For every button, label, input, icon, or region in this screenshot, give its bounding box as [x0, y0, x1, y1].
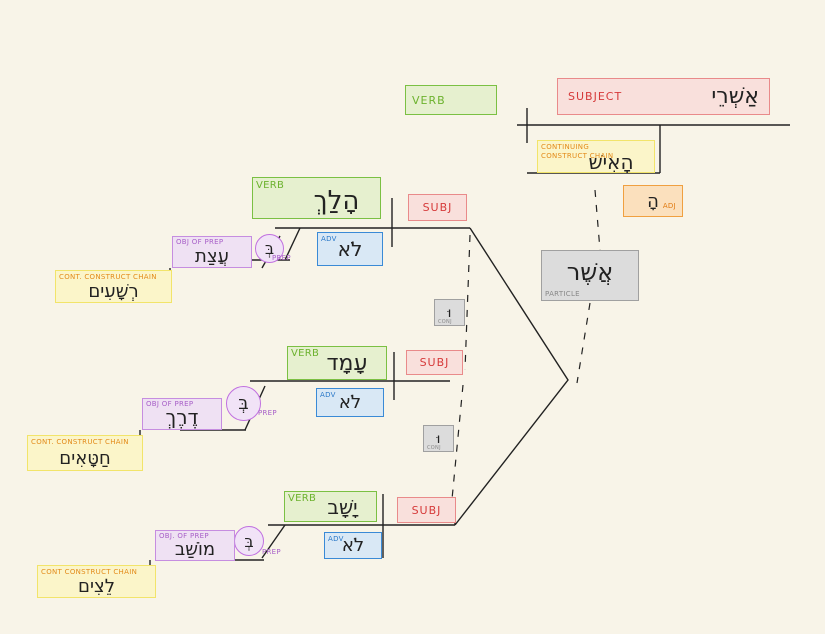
verb-legend-label: VERB	[412, 93, 446, 107]
adv2-box: ADV לֹא	[316, 388, 384, 417]
adv1-box: ADV לֹא	[317, 232, 383, 266]
prep1-circle: בְּ	[255, 234, 284, 263]
prep3-slant	[261, 524, 286, 559]
neg2-word: לֹא	[338, 392, 362, 413]
verb2-label: VERB	[291, 348, 320, 359]
adv3-box: ADV לֹא	[324, 532, 382, 559]
prep2-label: PREP	[258, 409, 277, 417]
chain2-box: CONT. CONSTRUCT CHAIN חַטָּאִים	[27, 435, 143, 471]
subj2-label: SUBJ	[419, 356, 450, 369]
conj1-label: CONJ	[438, 319, 452, 325]
chain2-label: CONT. CONSTRUCT CHAIN	[31, 438, 129, 446]
adj-box: הָ ADJ	[623, 185, 683, 217]
obj3-box: OBJ. OF PREP מוֹשַׁב	[155, 530, 235, 561]
neg3-word: לֹא	[341, 535, 365, 556]
verb3-word: יָשָׁב	[327, 494, 358, 519]
conj2-label: CONJ	[427, 445, 441, 451]
verb3-label: VERB	[288, 493, 317, 504]
subj1-label: SUBJ	[422, 201, 453, 214]
prep3-circle: בְּ	[234, 526, 264, 556]
relative-connector	[454, 227, 569, 526]
verb2-word: עָמָד	[326, 350, 368, 376]
neg1-word: לֹא	[337, 237, 363, 261]
adj-label: ADJ	[662, 202, 676, 210]
obj1-word: עֲצַת	[195, 245, 229, 267]
subj3-box: SUBJ	[397, 497, 456, 523]
prep1-word: בְּ	[264, 239, 275, 258]
obj1-label: OBJ OF PREP	[176, 238, 224, 246]
particle-box: אֲשֶׁר PARTICLE	[541, 250, 639, 301]
conj2-box: וּ CONJ	[423, 425, 454, 452]
adv3-label: ADV	[328, 535, 344, 543]
chain3-word: לֵצִים	[78, 576, 115, 597]
verb1-word: הָלַךְ	[313, 186, 360, 216]
chain1-label: CONT. CONSTRUCT CHAIN	[59, 273, 157, 281]
verb-legend-box: VERB	[405, 85, 497, 115]
clause1-verb-link	[284, 227, 301, 261]
obj1-box: OBJ OF PREP עֲצַת	[172, 236, 252, 268]
dashed-relative-2	[576, 302, 591, 384]
obj2-box: OBJ OF PREP דֶרֶךְ	[142, 398, 222, 430]
subj2-box: SUBJ	[406, 350, 463, 375]
obj3-word: מוֹשַׁב	[174, 539, 216, 560]
obj2-label: OBJ OF PREP	[146, 400, 194, 408]
particle-label: PARTICLE	[545, 290, 580, 298]
obj3-label: OBJ. OF PREP	[159, 532, 209, 540]
article-word: הָ	[647, 190, 659, 212]
dashed-conj-1	[464, 234, 471, 371]
chain3-label: CONT CONSTRUCT CHAIN	[41, 568, 138, 576]
subject-label: SUBJECT	[568, 90, 623, 103]
chain1-box: CONT. CONSTRUCT CHAIN רְשָׁעִים	[55, 270, 172, 303]
verb3-box: VERB יָשָׁב	[284, 491, 377, 522]
subj3-label: SUBJ	[411, 503, 442, 517]
chain3-box: CONT CONSTRUCT CHAIN לֵצִים	[37, 565, 156, 598]
prep2-circle: בְּ	[226, 386, 261, 421]
chain1-word: רְשָׁעִים	[88, 281, 139, 302]
construct-noun-word: הָאִישׁ	[588, 149, 634, 174]
dashed-relative	[594, 189, 601, 251]
prep1-label: PREP	[272, 254, 291, 262]
continuing-chain-label: CONTINUING CONSTRUCT CHAIN	[541, 143, 614, 160]
obj2-word: דֶרֶךְ	[165, 405, 199, 429]
prep2-word: בְּ	[238, 393, 249, 414]
prep3-word: בְּ	[244, 531, 254, 551]
subject-word: אַשְׁרֵי	[711, 84, 759, 109]
conj1-box: וּ CONJ	[434, 299, 465, 326]
prep3-label: PREP	[262, 548, 281, 556]
verb2-box: VERB עָמָד	[287, 346, 387, 380]
conj1-word: וּ	[447, 304, 452, 321]
adv1-label: ADV	[321, 235, 337, 243]
continuing-chain-box: CONTINUING CONSTRUCT CHAIN הָאִישׁ	[537, 140, 655, 174]
verb1-label: VERB	[256, 180, 285, 191]
verb1-box: VERB הָלַךְ	[252, 177, 381, 219]
subject-box: SUBJECT אַשְׁרֵי	[557, 78, 770, 115]
adv2-label: ADV	[320, 391, 336, 399]
relative-word: אֲשֶׁר	[566, 257, 614, 286]
chain2-word: חַטָּאִים	[59, 447, 111, 469]
subj1-box: SUBJ	[408, 194, 467, 221]
conj2-word: וּ	[436, 430, 441, 447]
